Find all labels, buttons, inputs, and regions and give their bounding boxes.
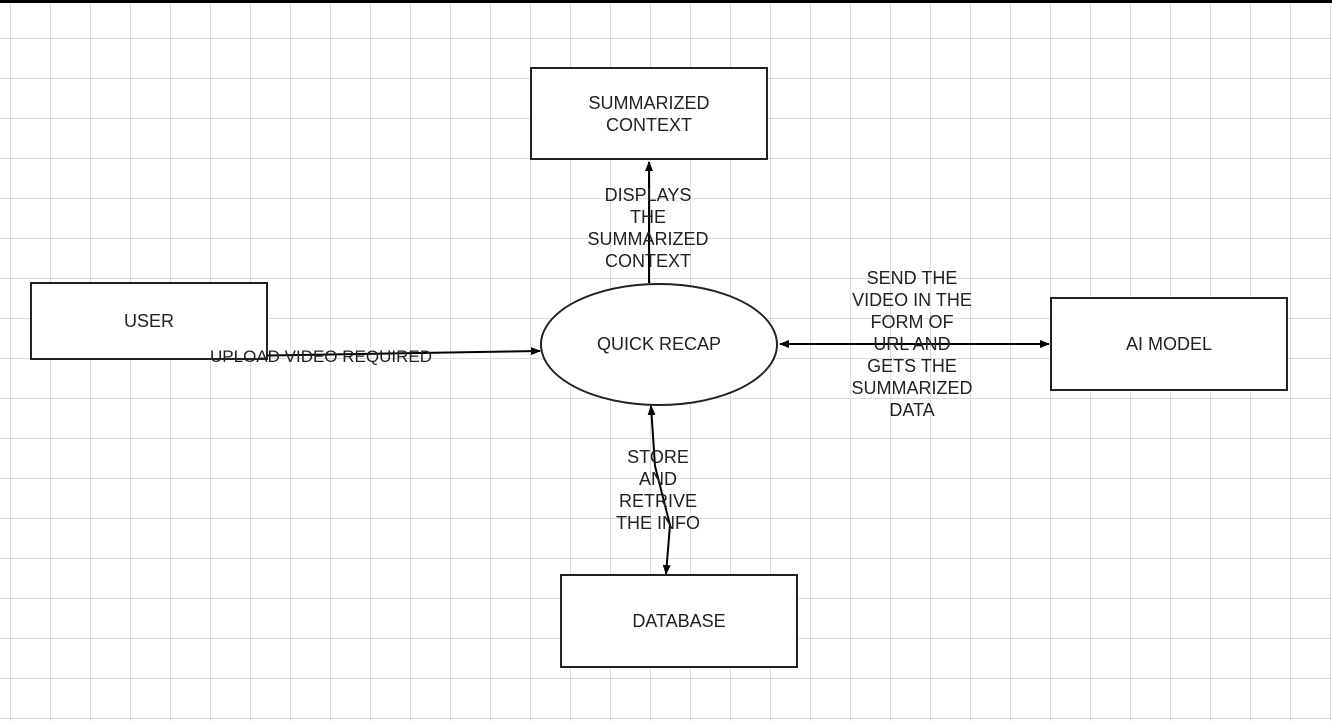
quick-recap-label: QUICK RECAP bbox=[596, 334, 722, 354]
displays-edge-label: DISPLAYS THE SUMMARIZED CONTEXT bbox=[587, 185, 709, 271]
quick-recap-node: QUICK RECAP bbox=[540, 283, 778, 406]
ai-model-node: AI MODEL bbox=[1050, 297, 1288, 391]
user-label: USER bbox=[123, 311, 174, 331]
summarized-context-node: SUMMARIZED CONTEXT bbox=[530, 67, 768, 160]
store-edge-label: STORE AND RETRIVE THE INFO bbox=[616, 447, 700, 533]
upload-edge-label: UPLOAD VIDEO REQUIRED bbox=[210, 347, 432, 366]
database-label: DATABASE bbox=[632, 611, 726, 631]
top-border bbox=[0, 0, 1332, 3]
send-edge-label: SEND THE VIDEO IN THE FORM OF URL AND GE… bbox=[851, 268, 973, 420]
database-node: DATABASE bbox=[560, 574, 798, 668]
user-node: USER bbox=[30, 282, 268, 360]
ai-model-label: AI MODEL bbox=[1125, 334, 1213, 354]
arrow-recap-db bbox=[647, 405, 672, 575]
summarized-context-label: SUMMARIZED CONTEXT bbox=[588, 92, 710, 135]
